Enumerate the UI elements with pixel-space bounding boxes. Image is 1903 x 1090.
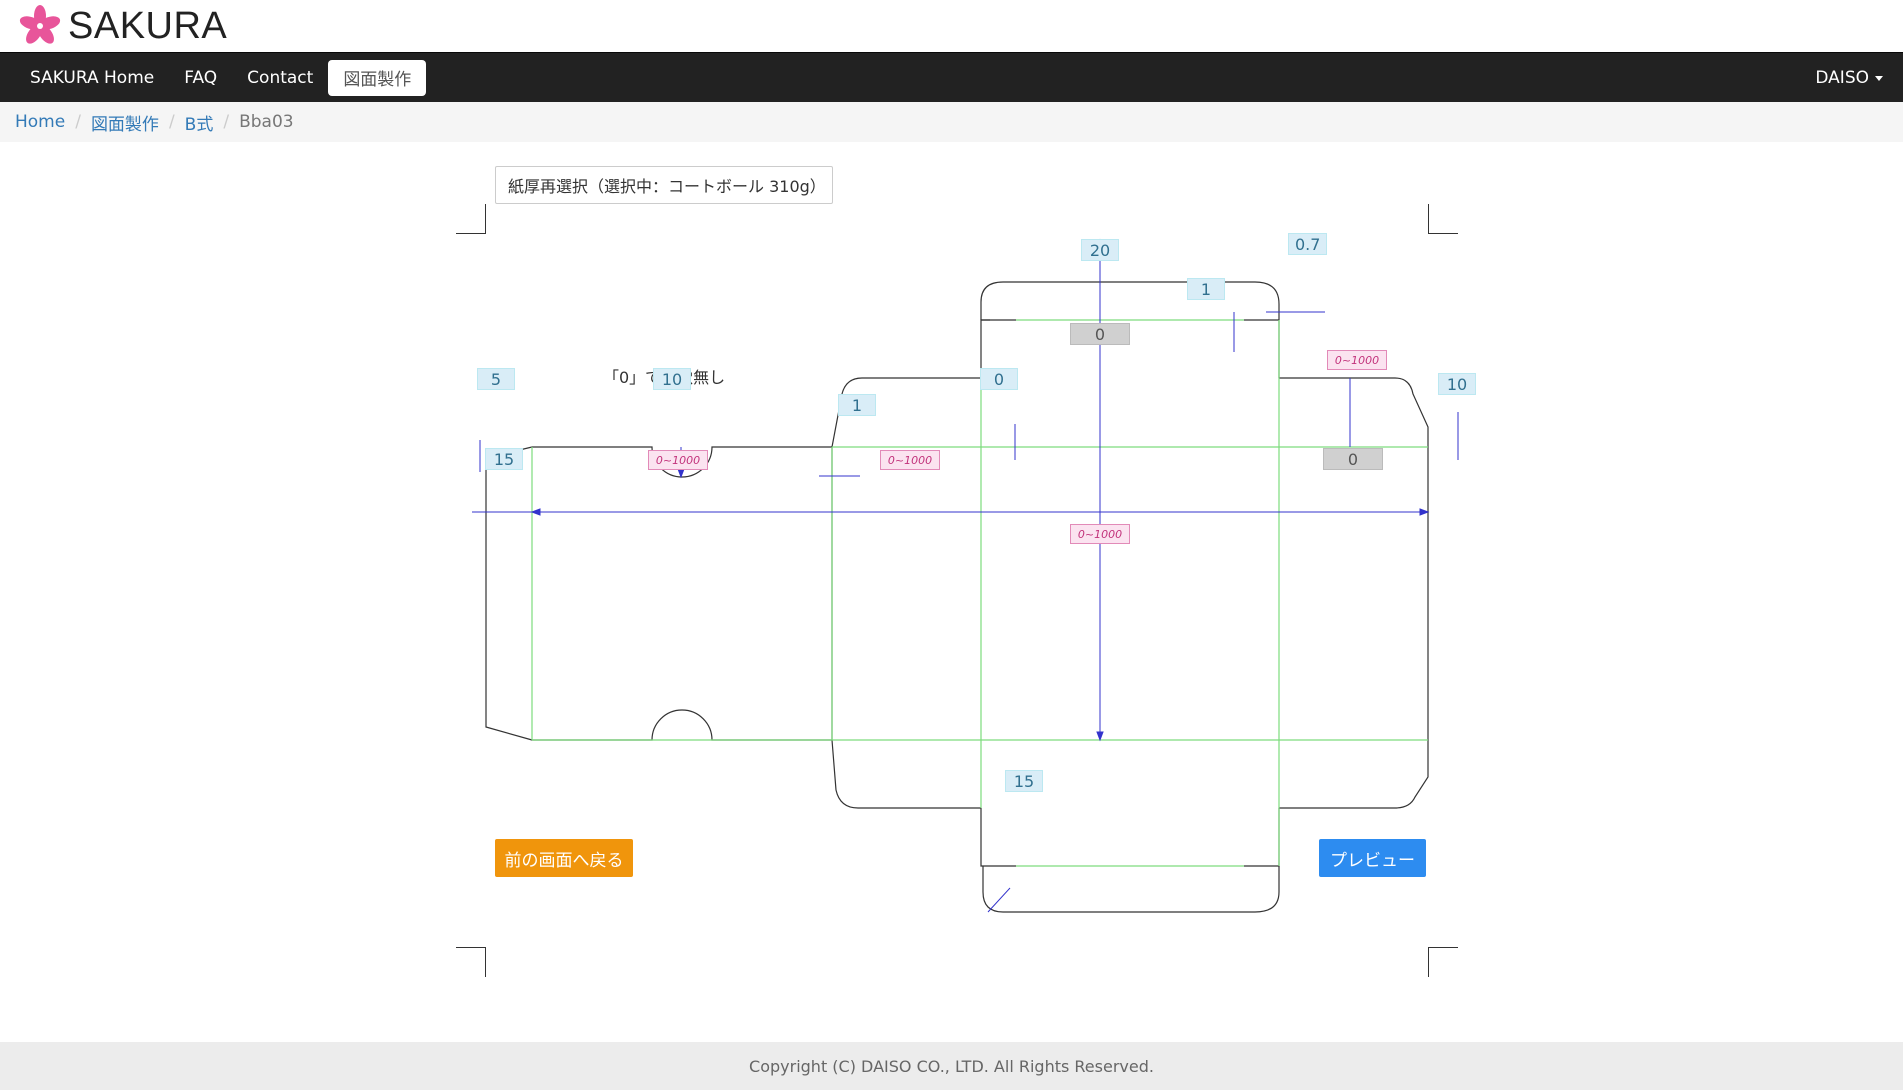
dim-width-range-2[interactable]: 0~1000	[880, 450, 940, 470]
dim-right-dust-range[interactable]: 0~1000	[1327, 350, 1387, 370]
nav-faq[interactable]: FAQ	[184, 67, 218, 88]
dim-finger-hole[interactable]: 10	[653, 368, 691, 390]
sakura-flower-icon	[19, 5, 61, 44]
breadcrumb-current: Bba03	[239, 112, 294, 132]
dim-height-range[interactable]: 0~1000	[1070, 524, 1130, 544]
brand-name[interactable]: SAKURA	[68, 4, 228, 47]
nav-drawing[interactable]: 図面製作	[328, 59, 427, 96]
crease-lines	[531, 319, 1428, 867]
dim-side-offset[interactable]: 0	[980, 368, 1018, 390]
dim-right-gray[interactable]: 0	[1323, 448, 1383, 470]
dimension-lines	[472, 238, 1459, 913]
dim-left-edge[interactable]: 5	[477, 368, 515, 390]
user-menu[interactable]: DAISO	[1815, 68, 1888, 88]
breadcrumb-separator: /	[223, 112, 230, 132]
dim-top-flap-thickness[interactable]: 0.7	[1288, 233, 1328, 255]
crop-mark-bottom-right	[1428, 947, 1458, 977]
breadcrumb: Home / 図面製作 / B式 / Bba03	[0, 102, 1903, 142]
nav-contact[interactable]: Contact	[247, 67, 314, 88]
dim-right-dust-offset[interactable]: 10	[1438, 373, 1476, 395]
drawing-area: 紙厚再選択（選択中：コートボール 310g）	[0, 142, 1903, 1040]
breadcrumb-type[interactable]: B式	[184, 114, 214, 135]
brand-bar: SAKURA	[0, 0, 1903, 52]
paper-reselect-button[interactable]: 紙厚再選択（選択中：コートボール 310g）	[495, 166, 833, 204]
dim-width-range-1[interactable]: 0~1000	[648, 450, 708, 470]
caret-down-icon	[1875, 76, 1883, 81]
breadcrumb-separator: /	[168, 112, 175, 132]
dim-top-panel-gray[interactable]: 0	[1070, 323, 1130, 345]
dim-panel-gap[interactable]: 1	[838, 394, 876, 416]
nav-home[interactable]: SAKURA Home	[30, 67, 155, 88]
crop-mark-top-left	[456, 204, 486, 234]
dim-glue-flap[interactable]: 15	[485, 448, 523, 470]
crop-mark-bottom-left	[456, 947, 486, 977]
dim-bottom-corner[interactable]: 15	[1005, 770, 1043, 792]
dim-top-tuck-height[interactable]: 20	[1081, 239, 1119, 261]
breadcrumb-separator: /	[75, 112, 81, 132]
box-dieline-diagram	[472, 238, 1459, 913]
back-button[interactable]: 前の画面へ戻る	[495, 839, 633, 877]
breadcrumb-drawing[interactable]: 図面製作	[90, 114, 159, 135]
navbar: SAKURA Home FAQ Contact 図面製作 DAISO	[0, 52, 1903, 102]
user-name: DAISO	[1815, 67, 1869, 88]
dim-top-inner-offset[interactable]: 1	[1187, 278, 1225, 300]
preview-button[interactable]: プレビュー	[1319, 839, 1426, 877]
crop-mark-top-right	[1428, 204, 1458, 234]
footer: Copyright (C) DAISO CO., LTD. All Rights…	[0, 1042, 1903, 1090]
breadcrumb-home[interactable]: Home	[15, 112, 66, 132]
